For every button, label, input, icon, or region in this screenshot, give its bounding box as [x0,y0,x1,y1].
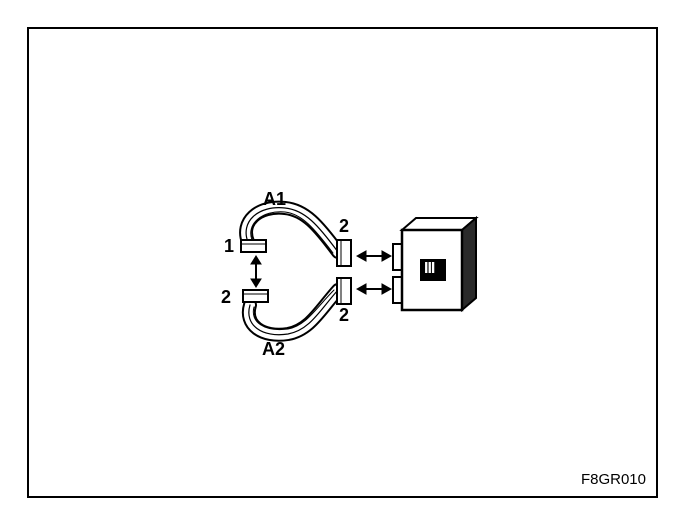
connector-1 [240,239,267,253]
label-connector-2-top-right: 2 [339,216,350,236]
connector-2-top-right [336,239,352,267]
connector-2-bottom-right [336,277,352,305]
double-arrow-horizontal-top [355,250,393,262]
unit-mark: III [424,260,435,277]
double-arrow-horizontal-bottom [355,283,393,295]
double-arrow-vertical [250,255,262,288]
label-connector-2-left: 2 [221,287,232,307]
label-a2: A2 [262,339,286,359]
cable-a2 [241,283,345,342]
label-a1: A1 [263,189,287,209]
figure-code: F8GR010 [580,471,646,488]
label-connector-2-bottom-right: 2 [339,305,350,325]
cable-a1 [239,200,345,259]
label-connector-1: 1 [224,236,235,256]
connector-2-left [242,289,269,303]
control-unit [392,215,479,313]
